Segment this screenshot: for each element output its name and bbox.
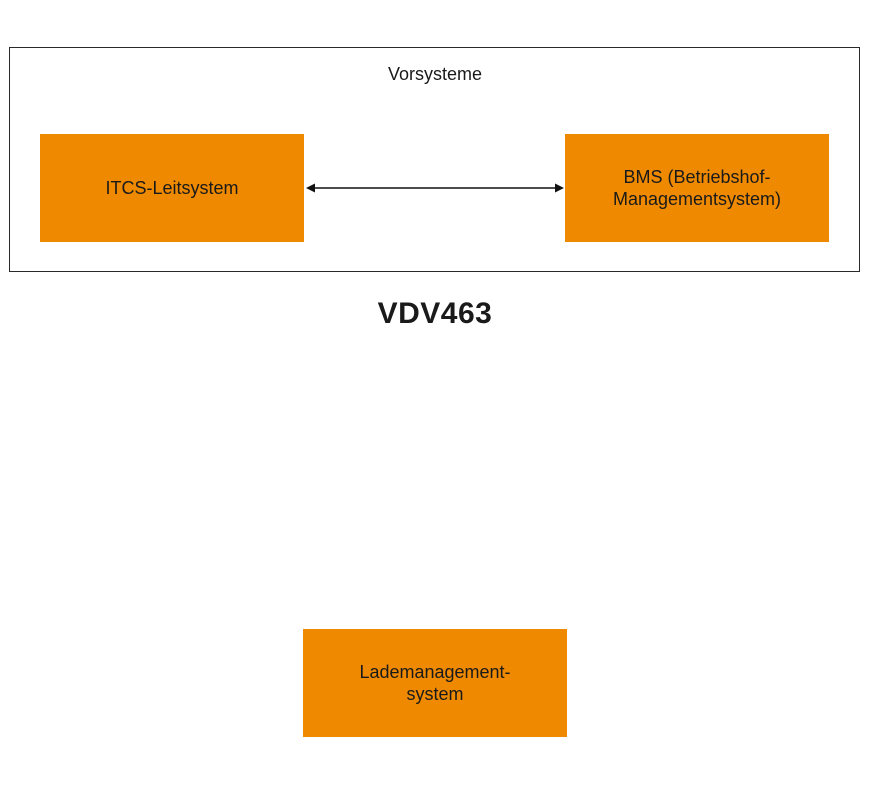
bms-label-line-1: BMS (Betriebshof-	[623, 167, 771, 187]
lademanagement-label-line-1: Lademanagement-	[359, 662, 511, 682]
bms-label-line-2: Managementsystem)	[612, 189, 782, 209]
vorsysteme-group-frame	[9, 47, 860, 272]
itcs-leitsystem-label: ITCS-Leitsystem	[105, 178, 239, 198]
vorsysteme-group-title: Vorsysteme	[387, 64, 483, 84]
bidirectional-arrow-connector	[306, 183, 564, 193]
arrowhead-left-icon	[306, 183, 315, 193]
lademanagement-label-line-2: system	[406, 684, 464, 704]
arrowhead-right-icon	[555, 183, 564, 193]
protocol-label: VDV463	[377, 297, 493, 330]
bms-node: BMS (Betriebshof- Managementsystem)	[565, 134, 829, 242]
itcs-leitsystem-node: ITCS-Leitsystem	[40, 134, 304, 242]
lademanagement-system-node: Lademanagement- system	[303, 629, 567, 737]
